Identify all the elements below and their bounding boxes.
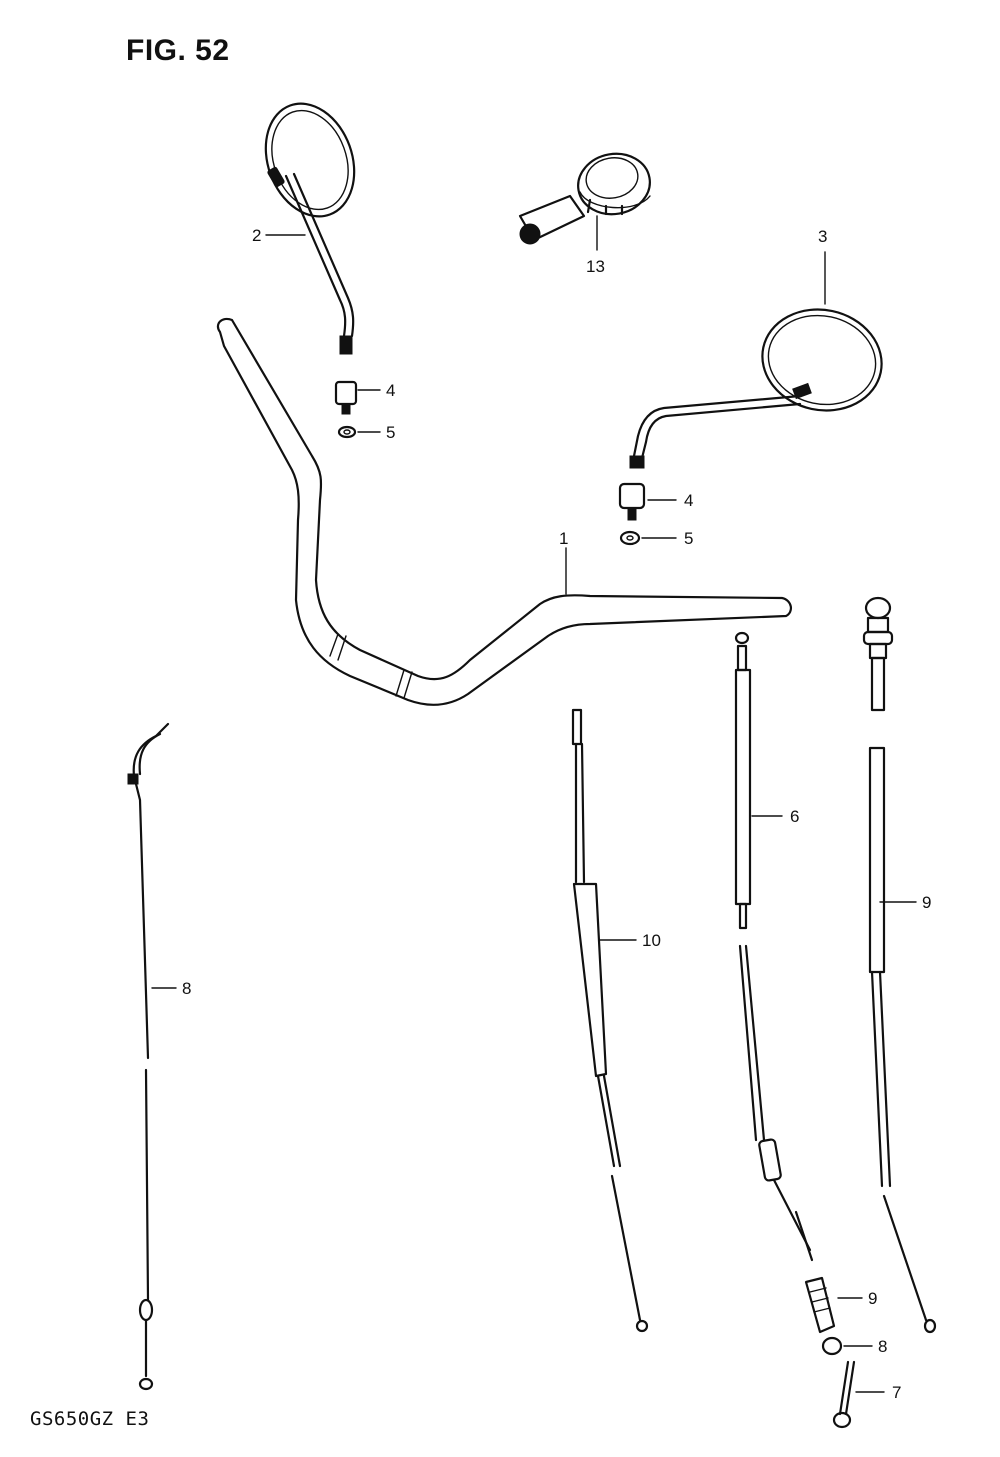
meter [518,152,651,245]
cable-11 [862,596,937,1334]
figure-title: FIG. 52 [126,34,230,67]
callout-10: 8 [182,979,191,998]
mirror-right [629,308,883,469]
callout-8: 8 [878,1337,887,1356]
adapter-left [334,380,358,415]
callout-4-right: 4 [684,491,693,510]
nut-right [619,530,641,546]
handlebar [216,317,792,706]
callout-9: 9 [868,1289,877,1308]
nut-left [337,425,357,439]
adjuster-9 [804,1276,836,1334]
bolt-7 [832,1360,856,1429]
callout-11: 9 [922,893,931,912]
callout-13: 13 [586,257,605,276]
callout-5-left: 5 [386,423,395,442]
callout-7: 7 [892,1383,901,1402]
adapter-right [618,482,646,521]
callout-5-right: 5 [684,529,693,548]
callout-3: 3 [818,227,827,246]
callout-4-left: 4 [386,381,395,400]
cable-6 [734,631,814,1262]
part-8 [821,1336,843,1356]
callout-2: 2 [252,226,261,245]
callout-1: 1 [559,529,568,548]
model-code: GS650GZ E3 [30,1408,150,1430]
cable-10 [127,722,170,1391]
callout-12: 10 [642,931,661,950]
cable-12 [571,708,649,1333]
callout-6: 6 [790,807,799,826]
mirror-left [264,102,356,355]
